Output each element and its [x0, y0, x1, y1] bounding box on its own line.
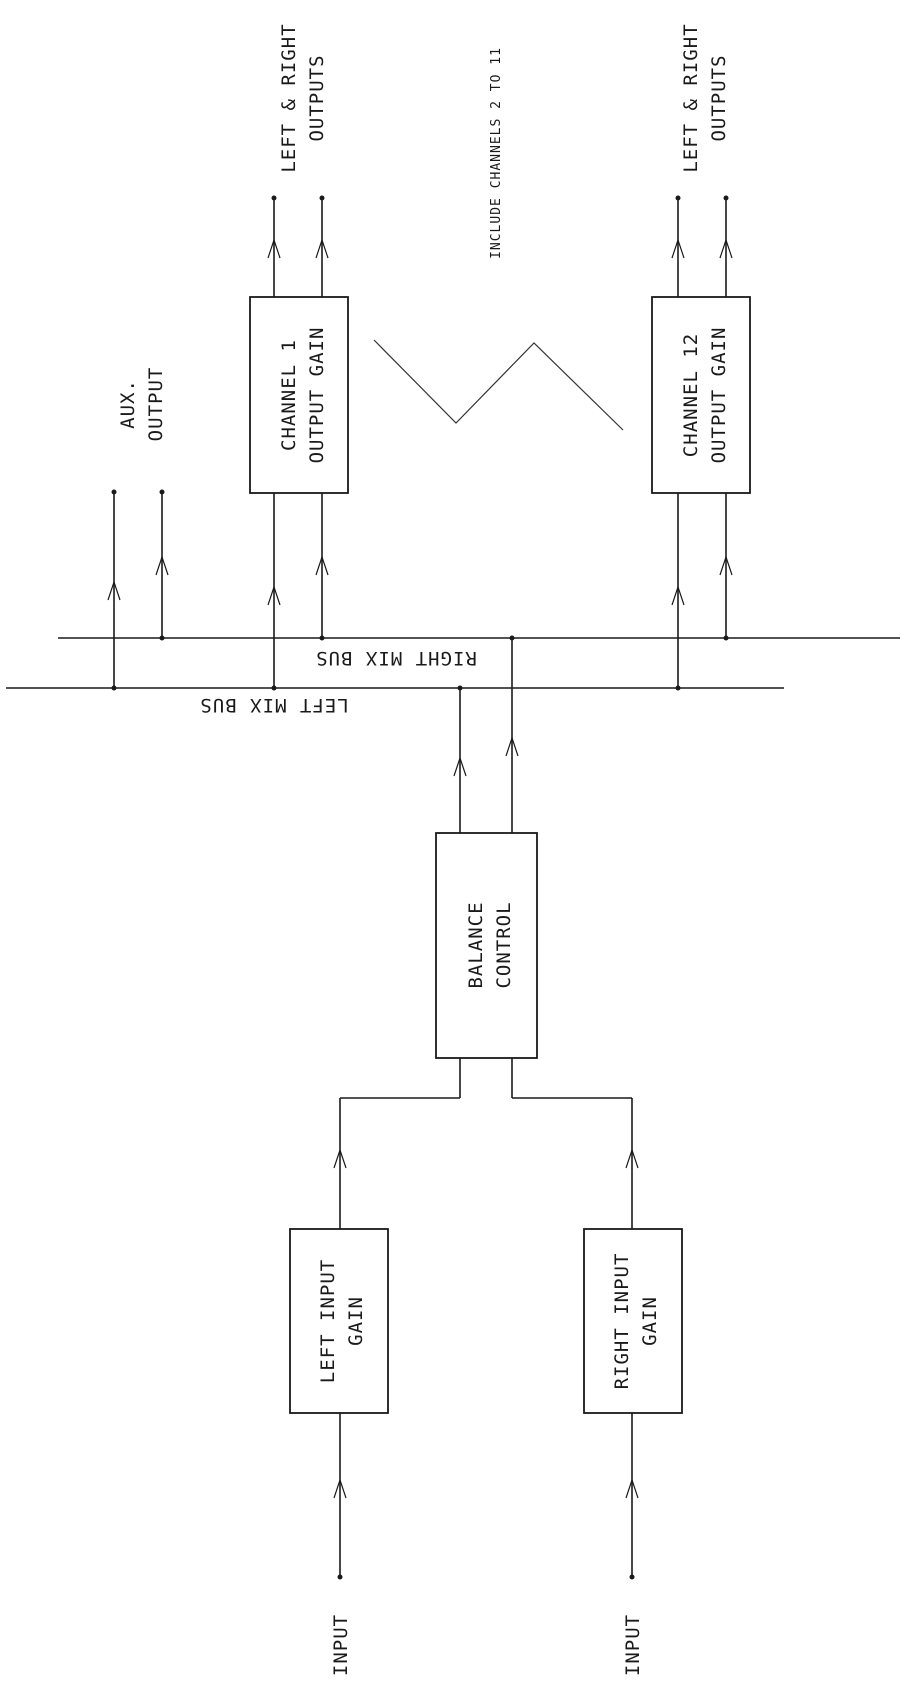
- balance-control-label-line2: CONTROL: [493, 901, 515, 988]
- signal-arrow: [315, 238, 329, 259]
- left-mix-bus-label: LEFT MIX BUS: [199, 694, 348, 716]
- left-input-gain-label-line2: GAIN: [345, 1296, 367, 1346]
- channel-1-path: [267, 195, 329, 691]
- signal-arrow: [267, 238, 281, 259]
- channels-note-label: INCLUDE CHANNELS 2 TO 11: [489, 47, 504, 259]
- channel-1-label-line2: OUTPUT GAIN: [306, 327, 328, 464]
- signal-arrow: [505, 736, 519, 757]
- right-input-gain-block: [583, 1228, 683, 1414]
- channel-1-outputs-label-line2: OUTPUTS: [306, 54, 328, 141]
- channels-2-to-11-zigzag: [373, 339, 624, 431]
- right-input-gain-label-line1: RIGHT INPUT: [611, 1253, 633, 1390]
- balance-to-buses: [453, 635, 519, 833]
- signal-arrow: [315, 555, 329, 576]
- balance-control-block: [435, 832, 538, 1059]
- right-mix-bus-label: RIGHT MIX BUS: [315, 647, 477, 669]
- left-input-gain-label-line1: LEFT INPUT: [317, 1259, 339, 1383]
- signal-arrow: [107, 580, 121, 601]
- balance-control-label-line1: BALANCE: [465, 901, 487, 988]
- channel-12-output-gain-block: [651, 296, 751, 494]
- signal-arrow: [333, 1148, 347, 1169]
- channel-12-label-line2: OUTPUT GAIN: [708, 327, 730, 464]
- channel-12-outputs-label-line1: LEFT & RIGHT: [680, 23, 702, 172]
- channel-1-label-line1: CHANNEL 1: [278, 339, 300, 451]
- signal-arrow: [719, 555, 733, 576]
- signal-arrow: [155, 555, 169, 576]
- aux-output-label-line2: OUTPUT: [145, 367, 167, 442]
- left-input-path: [333, 1058, 461, 1580]
- signal-arrow: [625, 1478, 639, 1499]
- channel-1-output-gain-block: [249, 296, 349, 494]
- left-input-label: INPUT: [330, 1614, 352, 1676]
- left-input-gain-block: [289, 1228, 389, 1414]
- channel-12-outputs-label-line2: OUTPUTS: [708, 54, 730, 141]
- right-input-label: INPUT: [622, 1614, 644, 1676]
- signal-arrow: [333, 1478, 347, 1499]
- signal-arrow: [719, 238, 733, 259]
- signal-arrow: [671, 585, 685, 606]
- right-input-gain-label-line2: GAIN: [639, 1296, 661, 1346]
- signal-arrow: [625, 1148, 639, 1169]
- channel-12-path: [671, 195, 733, 691]
- right-input-path: [511, 1058, 639, 1580]
- signal-arrow: [671, 238, 685, 259]
- signal-arrow: [267, 585, 281, 606]
- aux-output-taps: [107, 489, 169, 691]
- channel-12-label-line1: CHANNEL 12: [680, 333, 702, 457]
- channel-1-outputs-label-line1: LEFT & RIGHT: [278, 23, 300, 172]
- aux-output-label-line1: AUX.: [117, 379, 139, 429]
- signal-arrow: [453, 756, 467, 777]
